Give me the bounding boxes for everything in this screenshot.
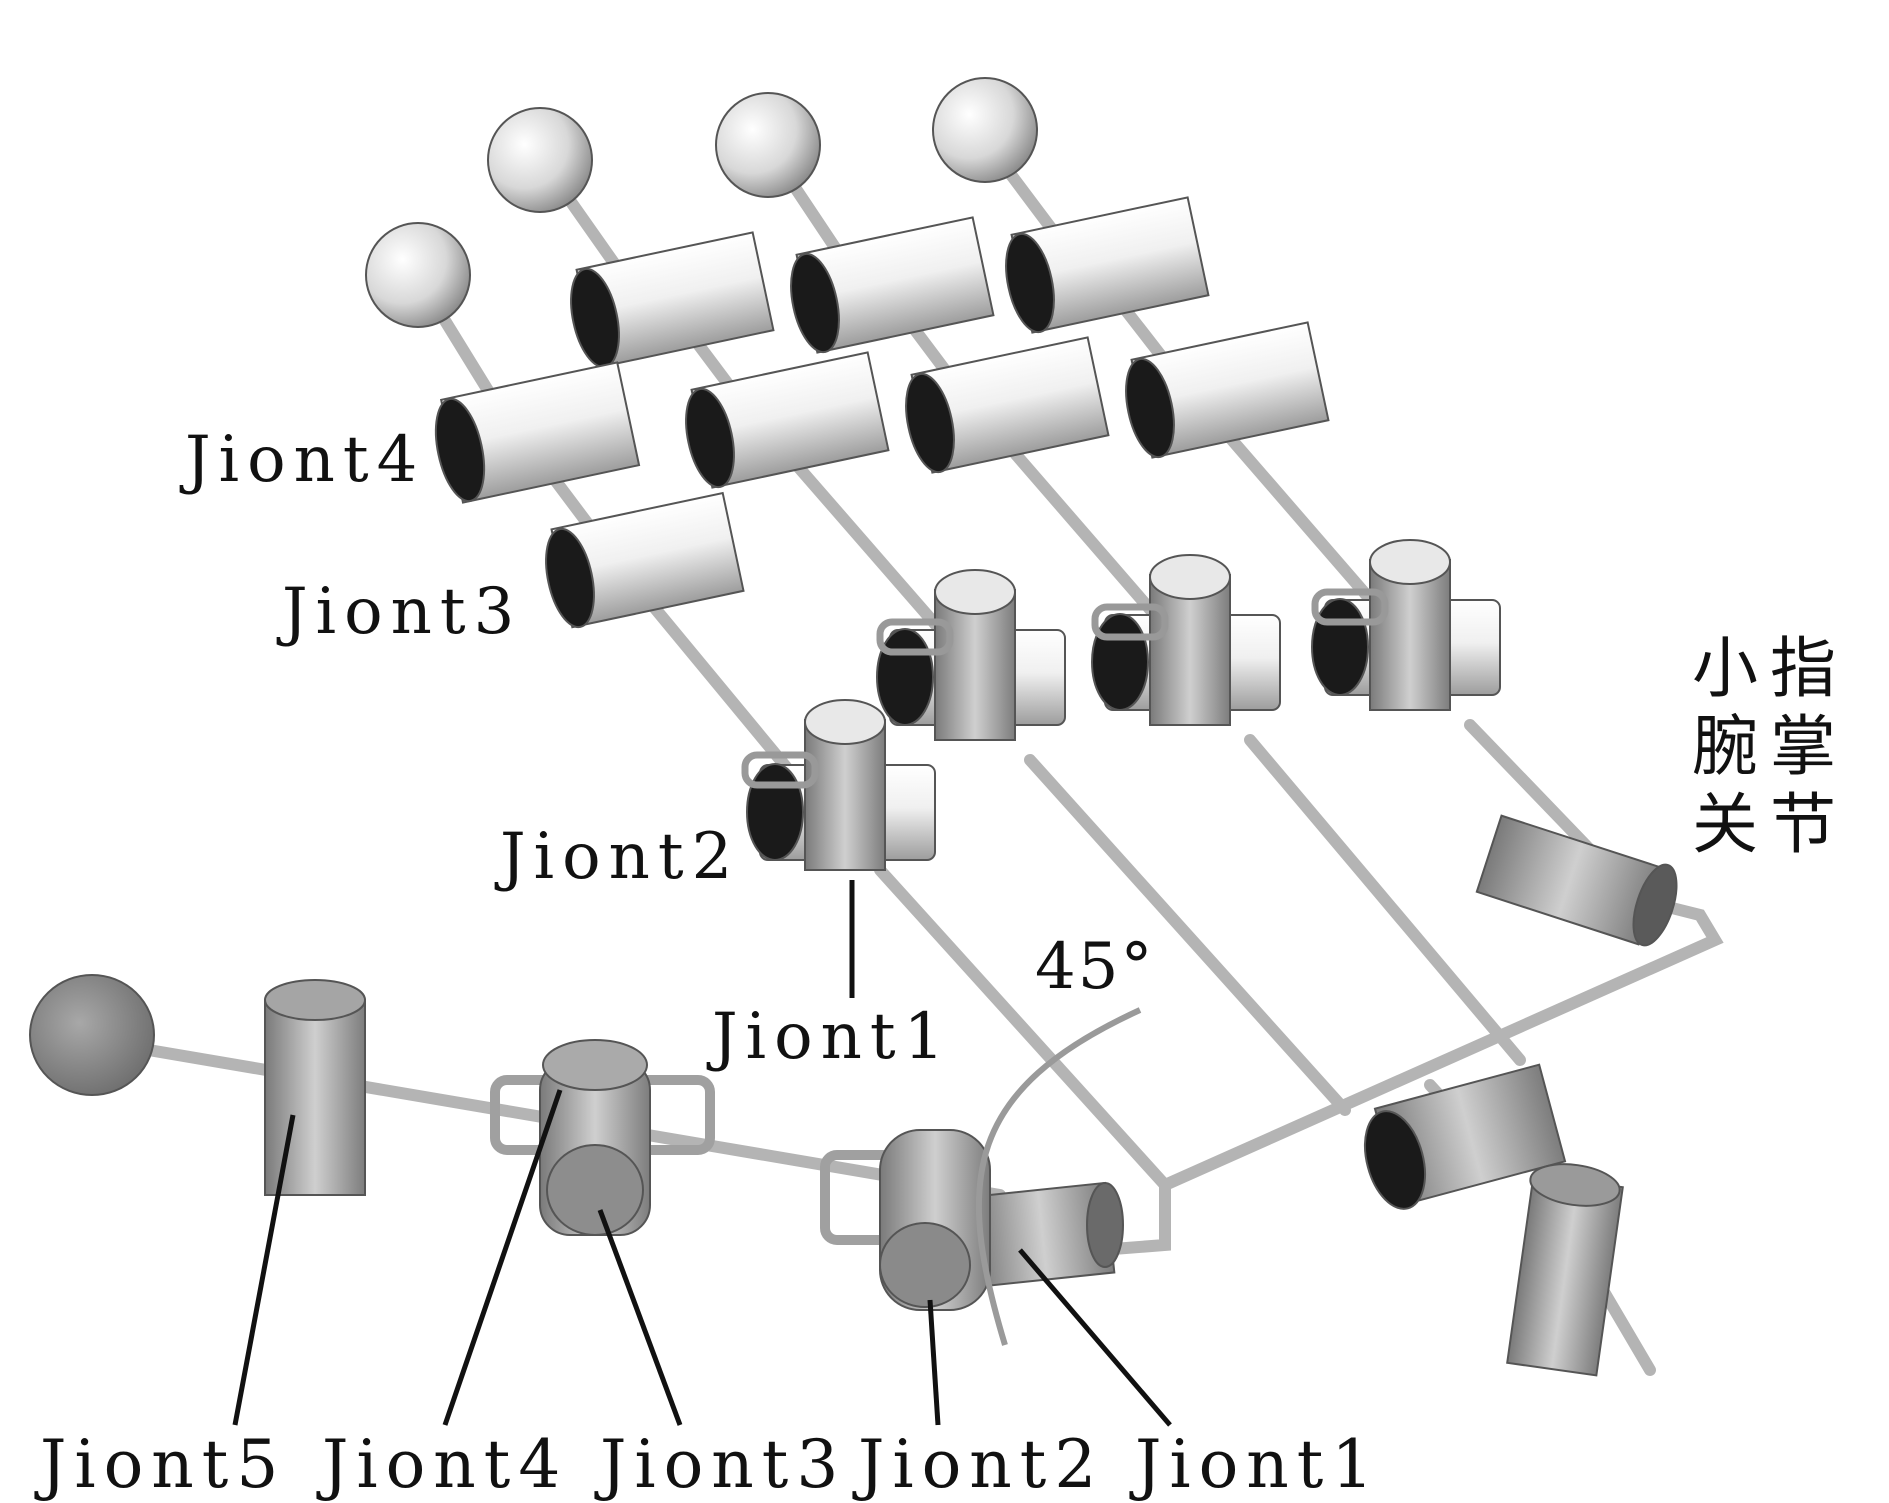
- cylinder: [570, 231, 775, 369]
- leader-line-joint3: [597, 1209, 683, 1426]
- rod: [1094, 1179, 1171, 1256]
- label-bottom-joint2: Jiont2: [858, 1426, 1105, 1503]
- side-label-char: 指: [1770, 630, 1836, 707]
- leader-lines: [232, 880, 1172, 1427]
- rod: [1594, 1279, 1656, 1376]
- label-upper-joint4: Jiont4: [185, 423, 426, 497]
- fingertip-ball: [715, 92, 821, 198]
- cylinder: [790, 216, 995, 354]
- side-label-char: 腕: [1692, 707, 1758, 785]
- cross-joint: [1091, 554, 1281, 726]
- label-upper-joint2: Jiont2: [500, 820, 741, 894]
- cylinder: [1125, 321, 1330, 459]
- cylinder: [1005, 196, 1210, 334]
- side-label-col1: 小 腕 关: [1692, 630, 1758, 864]
- cross-joint: [741, 699, 936, 871]
- leader-line-joint2: [927, 1299, 941, 1426]
- rod: [1024, 754, 1351, 1116]
- rod: [874, 864, 1171, 1191]
- side-label-char: 节: [1770, 785, 1836, 863]
- wrist-disc: [29, 974, 155, 1096]
- rod: [1244, 734, 1526, 1066]
- side-label-char: 掌: [1770, 707, 1836, 785]
- cylinder: [434, 361, 641, 504]
- side-label-col2: 指 掌 节: [1770, 630, 1836, 864]
- wrist-chain: [29, 974, 1124, 1311]
- angle-label: 45°: [1035, 930, 1155, 1004]
- fingertip-ball: [365, 222, 471, 328]
- fingertip-ball: [932, 77, 1038, 183]
- cylinder: [905, 336, 1110, 474]
- thumb-assembly: [1364, 1063, 1624, 1377]
- label-bottom-joint1: Jiont1: [1135, 1426, 1382, 1503]
- joint2-joint1-combo: [820, 1129, 1124, 1311]
- cross-joint: [876, 569, 1066, 741]
- fingertips: [365, 77, 1038, 328]
- joint5-cylinder: [264, 979, 366, 1196]
- side-label-char: 关: [1692, 785, 1758, 863]
- rod: [1464, 719, 1606, 866]
- side-label-char: 小: [1692, 630, 1758, 707]
- label-bottom-joint4: Jiont4: [322, 1426, 569, 1503]
- finger-base-joints: [741, 539, 1501, 871]
- angle-arc: [975, 1007, 1142, 1346]
- label-bottom-joint3: Jiont3: [600, 1426, 847, 1503]
- leader-line-joint4: [442, 1089, 563, 1426]
- joint4-joint3-combo: [490, 1039, 715, 1236]
- leader-line-joint1: [1018, 1248, 1172, 1427]
- label-upper-joint1: Jiont1: [712, 1000, 953, 1074]
- label-bottom-joint5: Jiont5: [40, 1426, 287, 1503]
- little-finger-palm-joint: [1475, 814, 1678, 947]
- cross-joint: [1311, 539, 1501, 711]
- label-upper-joint3: Jiont3: [282, 575, 523, 649]
- cylinder: [545, 491, 745, 629]
- leader-line-joint5: [232, 1114, 296, 1426]
- fingertip-ball: [487, 107, 593, 213]
- cylinder: [685, 351, 890, 489]
- finger-cylinders: [434, 196, 1330, 629]
